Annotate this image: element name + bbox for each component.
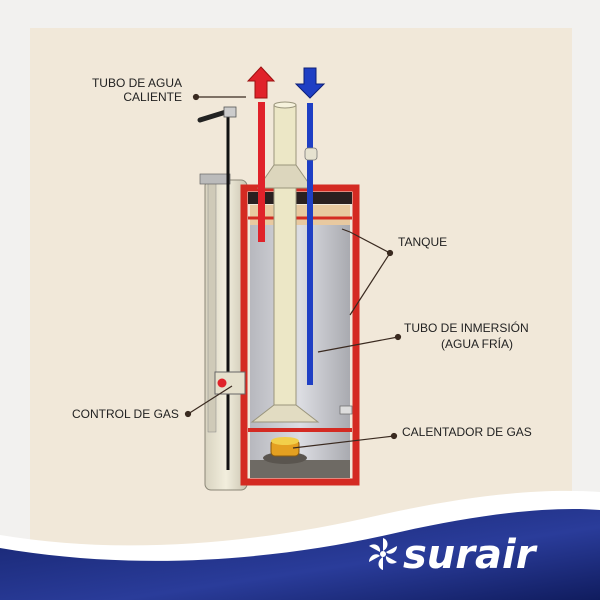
cold-valve xyxy=(304,147,318,161)
fan-logo-icon xyxy=(369,538,397,570)
label-gas-burner: CALENTADOR DE GAS xyxy=(402,425,532,439)
drain-valve xyxy=(339,405,353,415)
label-tank: TANQUE xyxy=(398,235,447,249)
leader-lines xyxy=(184,93,402,449)
valve-handle xyxy=(197,109,229,123)
label-dip-tube-2: (AGUA FRÍA) xyxy=(441,336,513,351)
label-hot-water-pipe-1: TUBO DE AGUA xyxy=(92,76,182,90)
label-dip-tube-1: TUBO DE INMERSIÓN xyxy=(404,320,529,335)
brand-name: surair xyxy=(403,532,538,578)
surair-logo xyxy=(369,538,397,570)
brand-banner xyxy=(0,508,600,600)
flue-tube xyxy=(273,104,297,416)
cold-water-dip-tube xyxy=(307,103,313,385)
hot-water-up-arrow-icon xyxy=(246,66,276,99)
jacket-fitting xyxy=(199,173,231,185)
label-gas-control: CONTROL DE GAS xyxy=(72,407,179,421)
gas-control-box xyxy=(214,371,246,395)
gas-control-knob-icon xyxy=(217,378,227,388)
label-hot-water-pipe-2: CALIENTE xyxy=(123,90,182,104)
tank-interior xyxy=(250,205,350,465)
tank-floor xyxy=(248,428,352,432)
hot-water-pipe xyxy=(258,102,265,242)
flue-cone-bottom xyxy=(250,404,320,423)
cold-water-down-arrow-icon xyxy=(294,67,326,99)
combustion-chamber xyxy=(250,460,350,478)
